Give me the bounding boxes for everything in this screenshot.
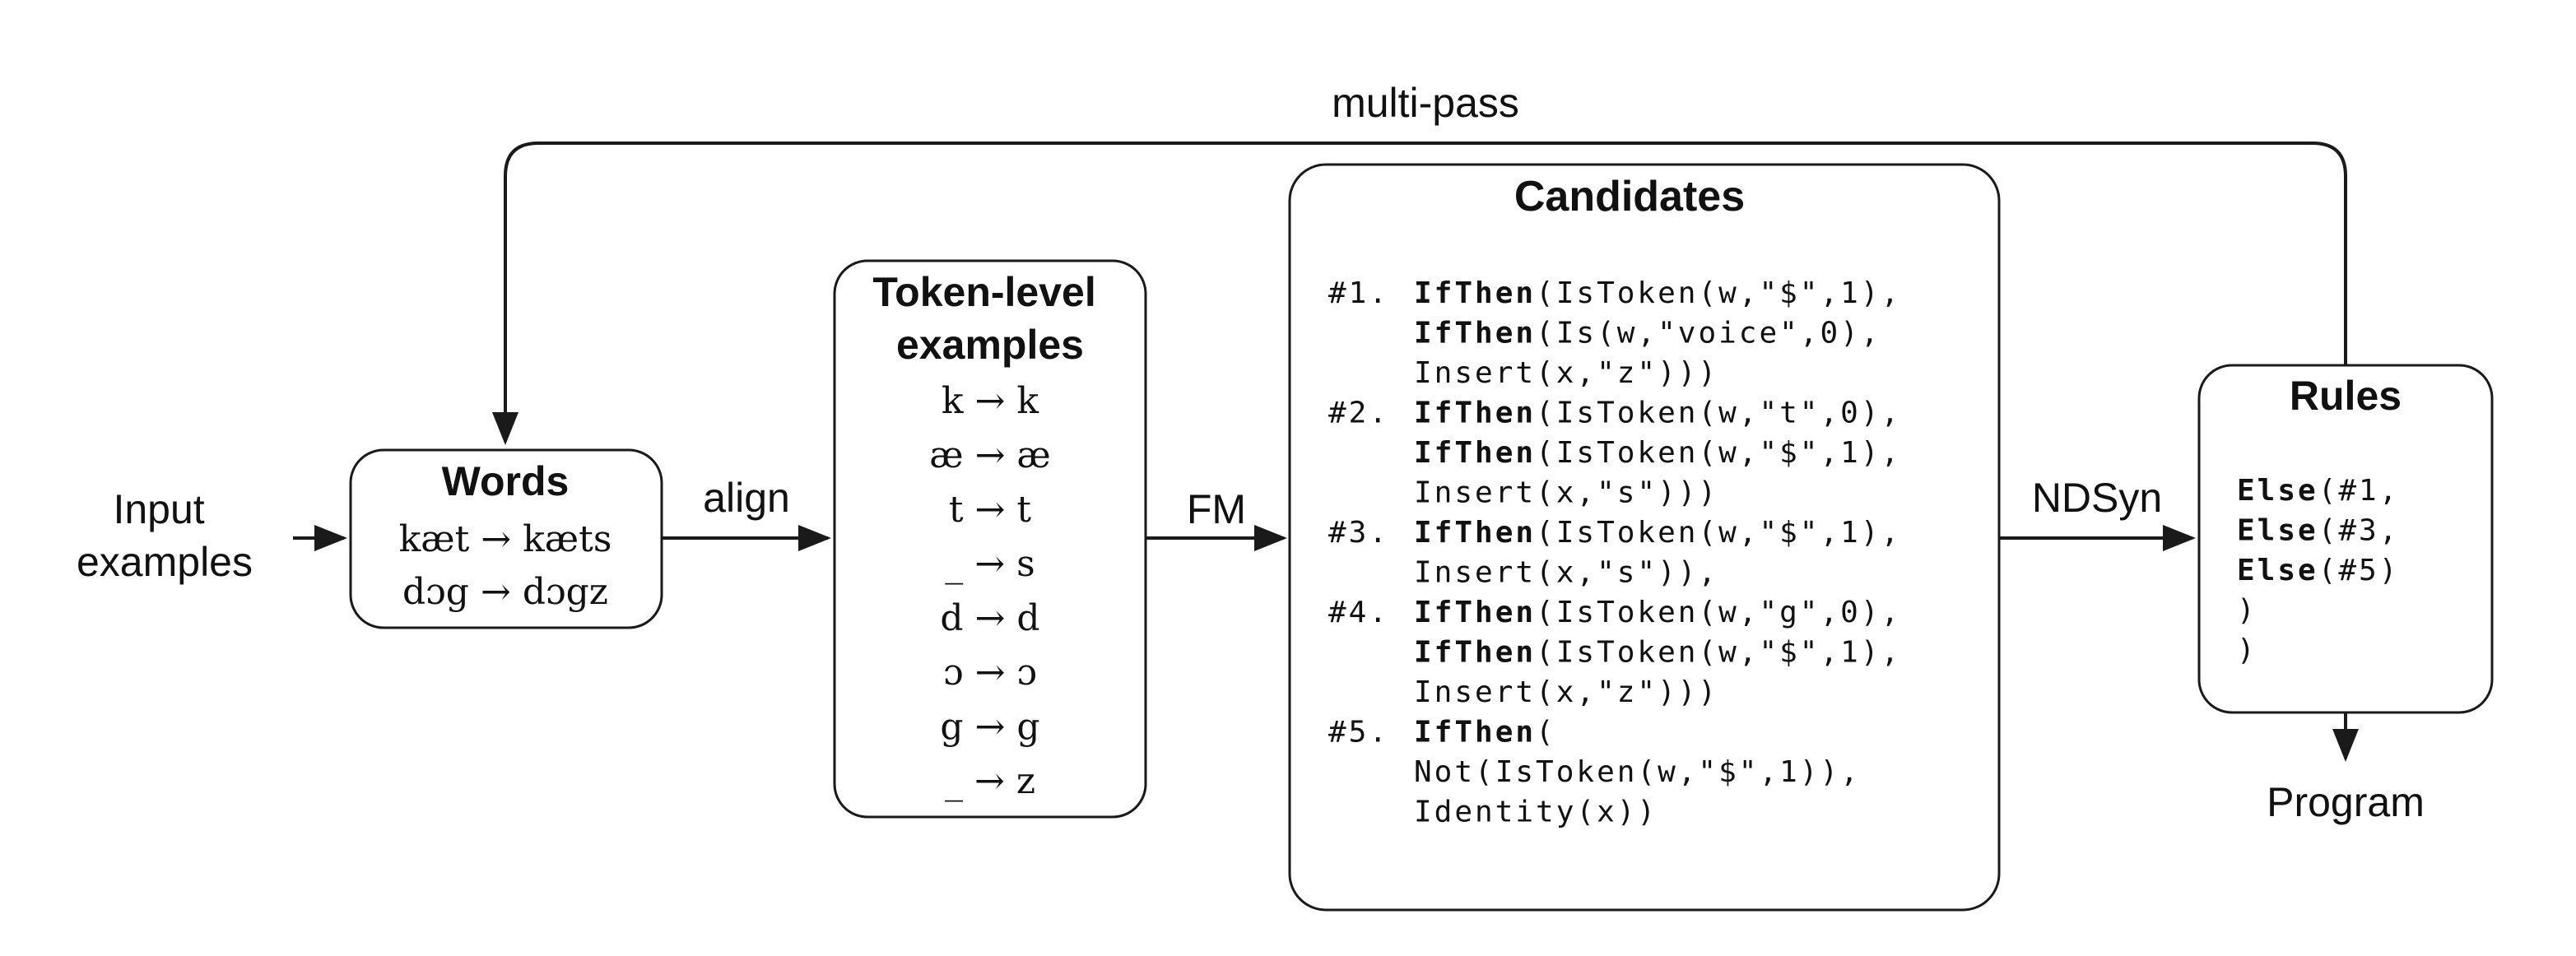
code-token: Insert(x,"z"))) (1414, 675, 1718, 709)
code-token: (IsToken(w,"t",0), (1536, 397, 1901, 430)
code-token: (#3, (2318, 514, 2400, 548)
token-pair: _ → s (945, 543, 1035, 585)
word-example-1: kæt → kæts (399, 518, 612, 560)
code-token: (IsToken(w,"$",1), (1536, 636, 1901, 670)
keyword-token: IfThen (1414, 317, 1536, 350)
token-pair-list: k → k æ → æ t → t _ → s d → d ɔ → ɔ g → g _ → z (929, 380, 1051, 802)
multi-pass-loop-arrow (492, 142, 2347, 445)
token-pair: ɔ → ɔ (943, 652, 1037, 694)
code-token: (Is(w,"voice",0), (1536, 317, 1881, 350)
rules-title: Rules (2290, 373, 2402, 419)
keyword-token: Else (2237, 514, 2318, 548)
candidate-code-line: IfThen(IsToken(w,"$",1), (1414, 516, 1901, 550)
token-level-title-line1: Token-level (872, 269, 1095, 315)
code-token: ( (1536, 716, 1556, 749)
token-pair: t → t (949, 489, 1032, 531)
input-label-line2: examples (77, 539, 253, 585)
ndsyn-label: NDSyn (2032, 475, 2162, 521)
token-pair: d → d (940, 597, 1039, 639)
word-example-2: dɔg → dɔgz (402, 571, 608, 613)
token-pair: k → k (942, 380, 1039, 422)
candidate-code-line: Insert(x,"s"))) (1414, 476, 1718, 510)
code-token: (IsToken(w,"g",0), (1536, 596, 1901, 629)
candidate-code-line: Insert(x,"z"))) (1414, 675, 1718, 709)
keyword-token: IfThen (1414, 436, 1536, 470)
keyword-token: Else (2237, 474, 2318, 508)
candidate-code-line: IfThen( (1414, 716, 1556, 749)
candidate-code-line: Identity(x)) (1414, 796, 1658, 829)
candidate-number: #4. (1328, 596, 1389, 629)
rules-code-line: ) (2237, 594, 2257, 628)
token-level-title: Token-level examples (872, 269, 1107, 368)
rules-code-line: ) (2237, 633, 2257, 667)
code-token: ) (2237, 594, 2257, 628)
rules-code-line: Else(#1, (2237, 474, 2399, 508)
candidate-code-line: IfThen(IsToken(w,"$",1), (1414, 436, 1901, 470)
candidate-code-line: IfThen(IsToken(w,"$",1), (1414, 276, 1901, 310)
code-token: (IsToken(w,"$",1), (1536, 516, 1901, 550)
keyword-token: IfThen (1414, 276, 1536, 310)
keyword-token: IfThen (1414, 636, 1536, 670)
code-token: Identity(x)) (1414, 796, 1658, 829)
code-token: Insert(x,"z"))) (1414, 356, 1718, 390)
keyword-token: IfThen (1414, 516, 1536, 550)
candidates-title: Candidates (1514, 173, 1745, 220)
code-token: (IsToken(w,"$",1), (1536, 276, 1901, 310)
token-level-title-line2: examples (896, 322, 1084, 368)
fm-label: FM (1187, 486, 1246, 532)
code-token: Insert(x,"s")), (1414, 556, 1718, 590)
align-label: align (703, 475, 790, 521)
code-token: (IsToken(w,"$",1), (1536, 436, 1901, 470)
token-pair: æ → æ (929, 434, 1051, 476)
words-title: Words (442, 458, 570, 504)
input-label: Input examples (77, 486, 253, 585)
candidate-code-line: IfThen(IsToken(w,"$",1), (1414, 636, 1901, 670)
rules-code-line: Else(#5) (2237, 554, 2399, 587)
candidate-code-line: Insert(x,"z"))) (1414, 356, 1718, 390)
code-token: Insert(x,"s"))) (1414, 476, 1718, 510)
keyword-token: IfThen (1414, 596, 1536, 629)
candidate-list: #1.IfThen(IsToken(w,"$",1), IfThen(Is(w,… (1328, 276, 1901, 829)
candidate-code-line: IfThen(IsToken(w,"g",0), (1414, 596, 1901, 629)
candidate-number: #2. (1328, 397, 1389, 430)
rules-code-line: Else(#3, (2237, 514, 2399, 548)
candidate-number: #1. (1328, 276, 1389, 310)
candidate-number: #3. (1328, 516, 1389, 550)
program-label: Program (2267, 779, 2425, 825)
input-label-line1: Input (113, 486, 204, 532)
candidate-code-line: IfThen(IsToken(w,"t",0), (1414, 397, 1901, 430)
code-token: (#1, (2318, 474, 2400, 508)
token-pair: _ → z (945, 760, 1035, 802)
code-token: (#5) (2318, 554, 2400, 587)
candidate-code-line: Not(IsToken(w,"$",1)), (1414, 755, 1861, 789)
code-token: ) (2237, 633, 2257, 667)
keyword-token: IfThen (1414, 397, 1536, 430)
rules-list: Else(#1, Else(#3, Else(#5) )) (2237, 474, 2399, 667)
keyword-token: Else (2237, 554, 2318, 587)
candidate-code-line: Insert(x,"s")), (1414, 556, 1718, 590)
token-pair: g → g (940, 706, 1039, 748)
code-token: Not(IsToken(w,"$",1)), (1414, 755, 1861, 789)
candidate-number: #5. (1328, 716, 1389, 749)
keyword-token: IfThen (1414, 716, 1536, 749)
multi-pass-label: multi-pass (1332, 80, 1519, 126)
candidate-code-line: IfThen(Is(w,"voice",0), (1414, 317, 1881, 350)
